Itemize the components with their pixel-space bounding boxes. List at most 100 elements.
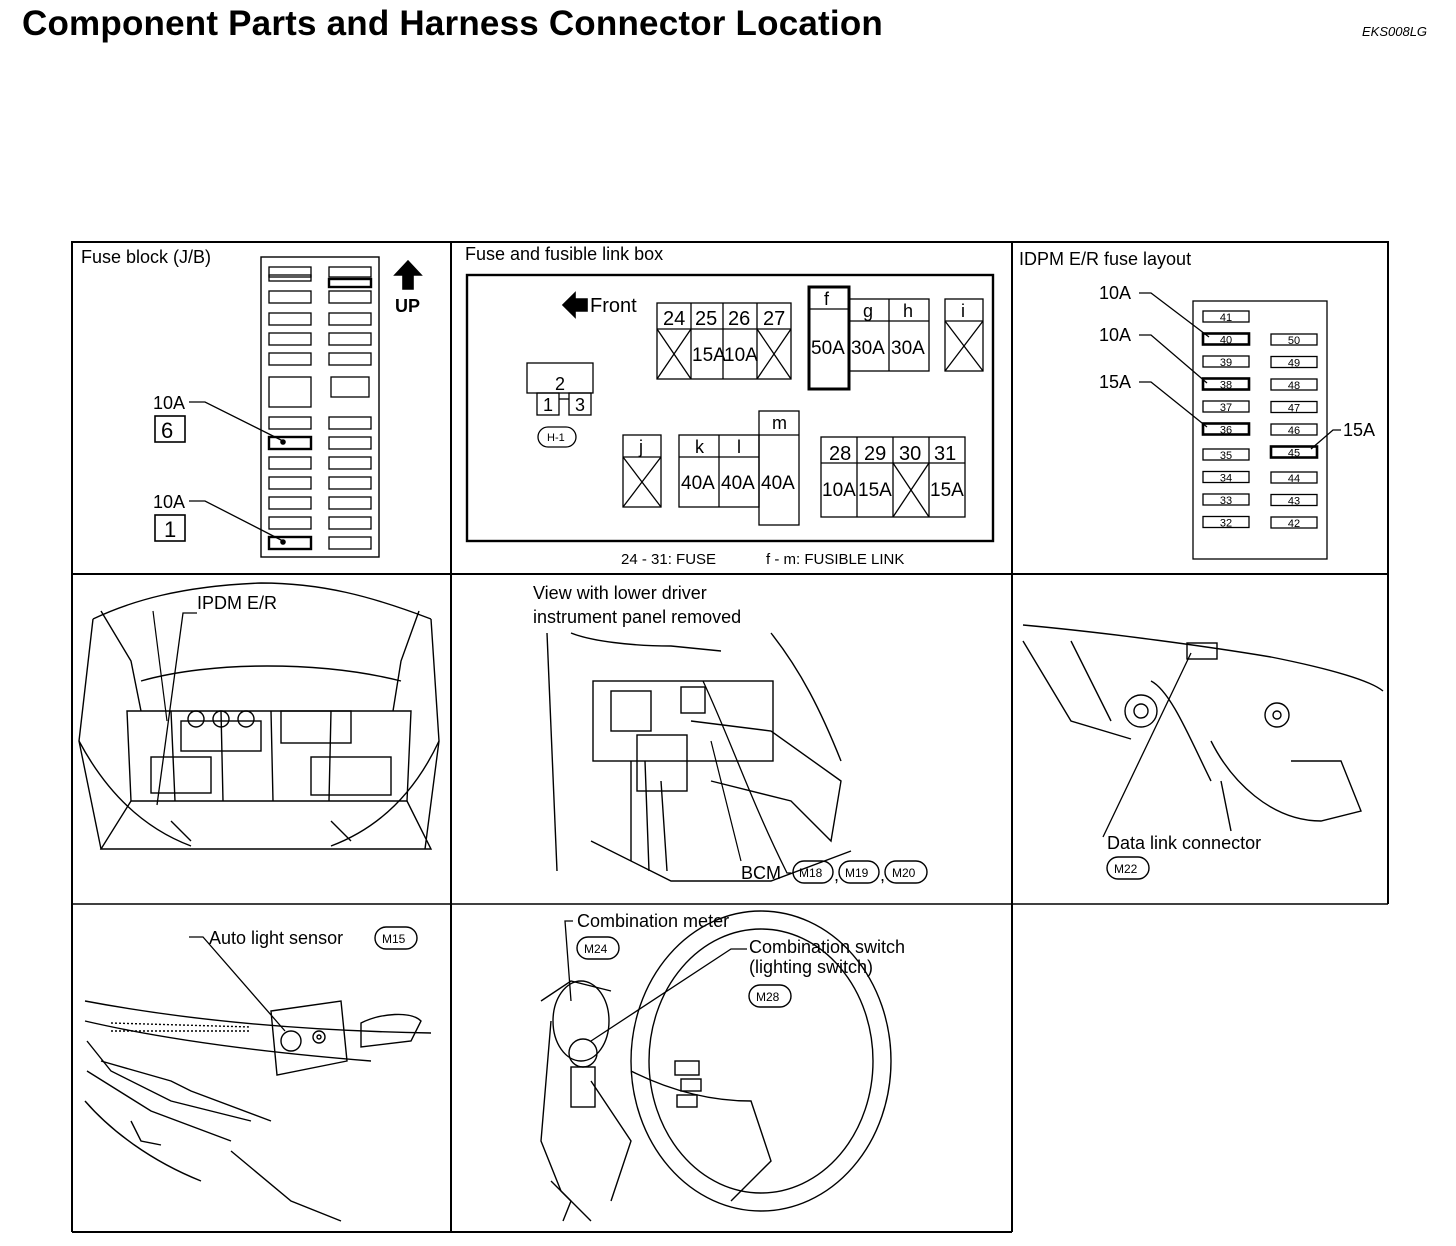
figure-code: EKS008LG <box>1362 24 1428 39</box>
legend-fuse: 24 - 31: FUSE <box>621 551 716 568</box>
fuse-callout-number: 1 <box>164 517 176 542</box>
svg-text:,: , <box>880 865 885 885</box>
ipdm-fuse-number: 33 <box>1220 495 1232 507</box>
ipdm-fuse-number: 40 <box>1220 335 1232 347</box>
link-amp: 30A <box>851 338 885 359</box>
ipdm-fuse-slot <box>1202 515 1250 529</box>
instrument-caption-line1: View with lower driver <box>533 583 707 603</box>
fuse-id: 25 <box>695 308 717 330</box>
ipdm-fuse-number: 43 <box>1288 496 1300 508</box>
fuse-block-right-column <box>327 266 373 550</box>
leader-line <box>156 612 197 806</box>
relay: 2 1 3 H-1 <box>526 362 594 448</box>
combination-meter-label: Combination meter <box>577 911 729 931</box>
ipdm-fuse-number: 39 <box>1220 357 1232 369</box>
ipdm-fuse-slot <box>1270 493 1318 507</box>
page-title: Component Parts and Harness Connector Lo… <box>22 4 883 43</box>
ipdm-fuse-slot <box>1202 310 1250 323</box>
diagram-grid: Fuse block (J/B) <box>71 241 1389 1233</box>
fuse-row-top: 24 25 26 27 15A 10A <box>656 302 792 380</box>
combination-switch-label1: Combination switch <box>749 937 905 957</box>
ipdm-fuse-number: 48 <box>1288 380 1300 392</box>
fuse-amp: 15A <box>858 480 892 501</box>
link-id: m <box>772 413 787 433</box>
leader-line <box>564 920 573 1002</box>
svg-text:2: 2 <box>555 374 565 394</box>
connector-badge: M18 <box>799 866 823 880</box>
link-amp: 40A <box>761 473 795 494</box>
ipdm-fuse-slot <box>1269 445 1319 459</box>
fuse-id: 29 <box>864 443 886 465</box>
ipdm-fuse-slot <box>1270 400 1318 414</box>
ipdm-layout-title: IDPM E/R fuse layout <box>1019 249 1191 269</box>
fuse-id: 28 <box>829 443 851 465</box>
svg-text:,: , <box>834 865 839 885</box>
ipdm-fuse-number: 34 <box>1220 473 1232 485</box>
leader-line <box>189 500 284 542</box>
fuse-amp: 15A <box>930 480 964 501</box>
link-id: j <box>638 437 643 457</box>
ipdm-callout-amp: 10A <box>1099 325 1131 345</box>
ipdm-fuse-slot <box>1270 378 1318 391</box>
steering-illustration: Combination meter M24 Combination switch… <box>540 910 905 1222</box>
ipdm-fuse-number: 37 <box>1220 402 1232 414</box>
fuse-amp: 15A <box>692 345 726 366</box>
connector-badge: M20 <box>892 866 916 880</box>
instrument-caption-line2: instrument panel removed <box>533 607 741 627</box>
instrument-panel-illustration: View with lower driver instrument panel … <box>533 583 928 885</box>
link-id: f <box>824 289 830 309</box>
fuse-block-panel: Fuse block (J/B) <box>81 247 423 558</box>
ipdm-fuse-number: 35 <box>1220 450 1232 462</box>
ipdm-fuse-slot <box>1270 471 1318 484</box>
link-row-bottom: j k l 40A 40A m 40A <box>622 410 800 526</box>
leader-line <box>189 401 284 442</box>
svg-text:1: 1 <box>543 395 553 415</box>
fuse-callout-number: 6 <box>161 418 173 443</box>
front-label: Front <box>590 295 637 317</box>
link-id: h <box>903 301 913 321</box>
connector-badge: M28 <box>756 990 780 1004</box>
ipdm-callout-amp: 15A <box>1343 420 1375 440</box>
ipdm-fuse-slot <box>1270 516 1318 529</box>
fusible-link-box-panel: Fuse and fusible link box Front 2 1 3 H-… <box>465 244 995 568</box>
grid-lines <box>71 241 1389 1233</box>
fuse-callout-amp: 10A <box>153 492 185 512</box>
fuse-id: 31 <box>934 443 956 465</box>
ipdm-fuse-slot <box>1202 448 1250 461</box>
ipdm-fuse-number: 32 <box>1220 518 1232 530</box>
fuse-id: 24 <box>663 308 685 330</box>
leader-line <box>702 680 791 874</box>
data-link-label: Data link connector <box>1107 833 1261 853</box>
ipdm-fuse-number: 41 <box>1220 312 1232 324</box>
connector-badge: M24 <box>584 942 608 956</box>
ipdm-fuse-number: 49 <box>1288 358 1300 370</box>
ipdm-fuse-slot <box>1201 422 1251 436</box>
ipdm-fuse-slot <box>1202 400 1250 413</box>
ipdm-fuse-slot <box>1202 470 1250 484</box>
combination-switch-label2: (lighting switch) <box>749 957 873 977</box>
ipdm-fuse-slot <box>1201 377 1251 391</box>
fuse-row-bottom: 28 29 30 31 10A 15A 15A <box>820 436 966 518</box>
connector-badge: H-1 <box>547 432 565 444</box>
fuse-id: 27 <box>763 308 785 330</box>
ipdm-layout-panel: IDPM E/R fuse layout 4140393837363534333… <box>1019 249 1375 560</box>
ipdm-fuse-number: 44 <box>1288 473 1300 485</box>
ipdm-fuse-number: 50 <box>1288 335 1300 347</box>
link-amp: 40A <box>721 473 755 494</box>
ipdm-fuse-slot <box>1270 423 1318 436</box>
ipdm-fuse-number: 47 <box>1288 403 1300 415</box>
link-amp: 40A <box>681 473 715 494</box>
ipdm-label: IPDM E/R <box>197 593 277 613</box>
ipdm-fuse-slot <box>1201 332 1251 346</box>
diagram-svg: Fuse block (J/B) <box>71 241 1389 1233</box>
up-arrow-icon <box>393 259 423 290</box>
link-id: g <box>863 301 873 321</box>
ipdm-fuse-number: 46 <box>1288 425 1300 437</box>
fusible-link-title: Fuse and fusible link box <box>465 244 663 264</box>
connector-badge: M22 <box>1114 862 1138 876</box>
auto-light-illustration: Auto light sensor M15 <box>84 926 432 1222</box>
ipdm-fuse-number: 36 <box>1220 425 1232 437</box>
fuse-amp: 10A <box>724 345 758 366</box>
